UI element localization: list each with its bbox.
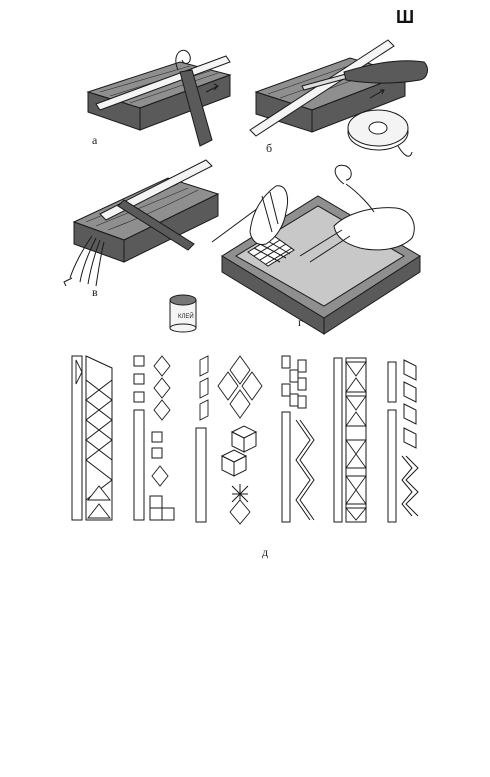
ornament-strip-2 [133, 355, 175, 521]
panel-d: д [71, 355, 419, 559]
ornament-strip-6 [387, 359, 419, 523]
tape-roll [347, 109, 413, 157]
panel-a: а [86, 49, 232, 147]
corner-mark: Ш [396, 7, 414, 27]
ornament-strip-3 [195, 355, 263, 525]
panel-v: в [63, 159, 220, 299]
panel-d-label: д [262, 545, 268, 559]
glue-jar: КЛЕЙ [169, 294, 197, 333]
ornament-strip-5 [333, 357, 367, 523]
ornament-strip-4 [281, 355, 315, 523]
panel-g: г [211, 164, 421, 335]
panel-v-label: в [92, 285, 98, 299]
ornament-strip-1 [71, 355, 113, 521]
panel-b-label: б [266, 141, 272, 155]
panel-g-label: г [298, 315, 303, 329]
panel-a-label: а [92, 133, 98, 147]
panel-b: б [249, 39, 428, 157]
glue-jar-label: КЛЕЙ [178, 312, 194, 320]
